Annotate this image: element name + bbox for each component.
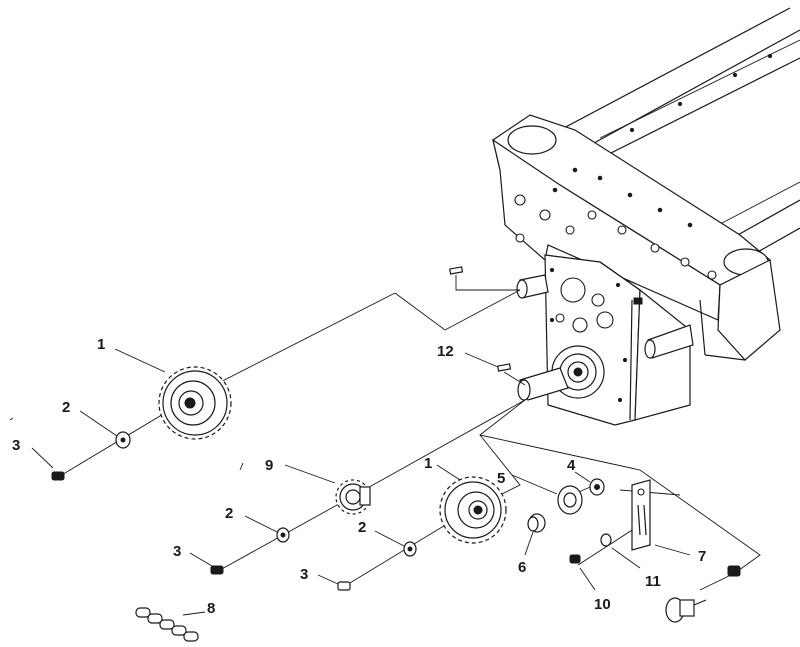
bushing	[589, 478, 605, 496]
nut	[727, 565, 741, 577]
callout-3-upper: 3	[12, 437, 20, 454]
callout-4: 4	[567, 457, 576, 474]
thumb-screw	[665, 597, 707, 623]
sprocket-small	[335, 479, 371, 515]
gearbox	[516, 254, 694, 426]
key-part	[449, 266, 512, 372]
idler-wheel	[557, 485, 583, 515]
callout-6: 6	[518, 559, 526, 576]
callout-1-lower: 1	[424, 455, 432, 472]
sprocket-large-lower	[439, 476, 507, 544]
callout-3-middle: 3	[173, 543, 181, 560]
callout-3-lower: 3	[300, 566, 308, 583]
tensioner-bracket	[631, 479, 651, 551]
washer-middle	[276, 527, 290, 543]
callout-7: 7	[698, 548, 706, 565]
washer-small	[600, 533, 612, 547]
callout-2-upper: 2	[62, 399, 70, 416]
callout-labels: 1 1 2 2 2 3 3 3 4 5 6 7 8 9 10 11 12	[12, 336, 706, 617]
callout-10: 10	[594, 596, 611, 613]
bolt-upper	[51, 471, 65, 481]
callout-9: 9	[265, 457, 273, 474]
callout-1-upper: 1	[97, 336, 105, 353]
screw	[569, 554, 581, 564]
bolt-middle	[210, 565, 224, 575]
callout-12: 12	[437, 343, 454, 360]
end-block	[492, 114, 781, 361]
sprocket-large-upper	[158, 366, 232, 440]
callout-leaders	[31, 348, 691, 616]
callout-2-middle: 2	[225, 505, 233, 522]
callout-5: 5	[497, 470, 505, 487]
pin	[527, 513, 546, 533]
washer-lower	[403, 541, 417, 557]
callout-8: 8	[207, 600, 215, 617]
washer-upper	[115, 431, 131, 449]
callout-2-lower: 2	[358, 519, 366, 536]
callout-11: 11	[645, 573, 661, 590]
chain	[135, 607, 199, 642]
bolt-lower	[337, 581, 351, 591]
